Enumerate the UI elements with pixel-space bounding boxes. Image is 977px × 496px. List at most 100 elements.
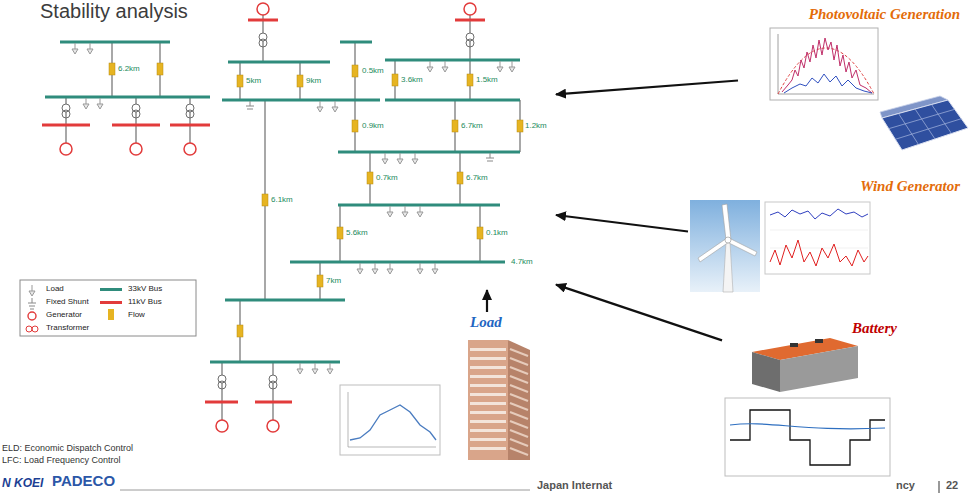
distance-label: 6.7km xyxy=(460,121,484,130)
load-symbol xyxy=(382,153,388,164)
generator-symbol xyxy=(216,420,228,432)
distance-label: 7km xyxy=(325,276,342,285)
building-illustration xyxy=(510,349,528,356)
legend-text: Transformer xyxy=(46,323,89,332)
solar-panel xyxy=(882,100,968,150)
branch-line xyxy=(354,42,355,152)
building-illustration xyxy=(468,340,530,460)
load-symbol xyxy=(387,263,393,274)
legend-swatch xyxy=(108,309,114,320)
transformer-symbol xyxy=(466,39,474,47)
legend-box xyxy=(26,326,32,332)
bus-33kv xyxy=(60,41,170,44)
flow-marker xyxy=(517,120,523,132)
building-illustration xyxy=(510,394,528,401)
distance-label: 0.1km xyxy=(485,228,509,237)
load-chart xyxy=(340,385,440,455)
battery-chart xyxy=(725,398,890,476)
branch-line xyxy=(221,402,222,420)
building-illustration xyxy=(470,420,506,423)
flow-marker xyxy=(352,65,358,77)
bus-33kv xyxy=(222,99,380,102)
bus-33kv xyxy=(338,151,520,154)
load-symbol xyxy=(97,98,103,109)
distance-label: 9km xyxy=(305,76,322,85)
branch-line xyxy=(135,125,136,143)
building-illustration xyxy=(508,340,530,460)
legend-text: Flow xyxy=(128,310,145,319)
bus-33kv xyxy=(228,61,330,64)
solar-panel xyxy=(880,96,968,150)
distance-label: 0.9km xyxy=(361,121,385,130)
bus-33kv xyxy=(340,41,372,44)
bus-11kv xyxy=(205,401,238,404)
generator-symbol xyxy=(257,3,269,15)
wind-chart xyxy=(770,209,868,219)
load-symbol xyxy=(312,363,318,374)
building-illustration xyxy=(470,393,506,396)
load-symbol xyxy=(402,206,408,217)
flow-marker xyxy=(457,172,463,184)
branch-line xyxy=(189,125,190,143)
building-illustration xyxy=(470,375,506,378)
bus-11kv xyxy=(170,124,210,127)
battery-illustration xyxy=(752,352,780,392)
generator-symbol xyxy=(464,3,476,15)
legend-text: Load xyxy=(46,284,64,293)
legend-text: 33kV Bus xyxy=(128,284,162,293)
load-symbol xyxy=(327,363,333,374)
transformer-symbol xyxy=(62,110,70,118)
bus-11kv xyxy=(248,19,278,22)
load-symbol xyxy=(87,43,93,54)
wind-chart xyxy=(765,202,870,274)
wind-turbine xyxy=(725,237,731,243)
load-symbol xyxy=(372,263,378,274)
load-symbol xyxy=(412,153,418,164)
logo-text: N KOEI xyxy=(2,476,43,490)
wind-turbine xyxy=(727,238,757,256)
bus-11kv xyxy=(112,124,160,127)
transformer-symbol xyxy=(269,381,277,389)
battery-illustration xyxy=(790,343,798,347)
load-symbol xyxy=(317,101,323,112)
load-source: Load xyxy=(338,312,533,462)
bus-33kv xyxy=(338,204,500,207)
flow-marker xyxy=(109,63,115,75)
wind-turbine xyxy=(690,200,760,292)
bus-11kv xyxy=(42,124,90,127)
generator-symbol xyxy=(130,143,142,155)
footer-rule xyxy=(120,490,530,491)
legend-box xyxy=(28,312,36,320)
battery-chart xyxy=(730,410,885,465)
flow-marker xyxy=(337,227,343,239)
solar-panel xyxy=(889,105,962,145)
distance-label: 1.5km xyxy=(475,75,499,84)
transformer-symbol xyxy=(132,110,140,118)
flow-marker xyxy=(352,120,358,132)
generator-symbol xyxy=(184,143,196,155)
distance-label: 5km xyxy=(245,76,262,85)
flow-marker xyxy=(157,63,163,75)
building-illustration xyxy=(510,376,528,383)
flow-arrow xyxy=(556,215,688,232)
generator-symbol xyxy=(267,420,279,432)
load-symbol xyxy=(397,153,403,164)
load-chart xyxy=(350,405,436,440)
battery-illustration xyxy=(815,339,823,343)
flow-arrow xyxy=(556,81,738,95)
building-illustration xyxy=(510,403,528,410)
footer-rule xyxy=(938,481,939,493)
building-illustration xyxy=(510,367,528,374)
building-illustration xyxy=(510,448,528,455)
building-illustration xyxy=(468,340,508,460)
branch-line xyxy=(66,15,520,420)
pv-source: Photovoltaic Generation xyxy=(738,4,970,154)
footer-text: ncy xyxy=(896,479,915,491)
flow-arrow xyxy=(556,285,722,341)
branch-line xyxy=(272,402,273,420)
wind-chart xyxy=(770,230,868,248)
bus-33kv xyxy=(385,99,520,102)
load-symbol xyxy=(417,263,423,274)
legend-text: Fixed Shunt xyxy=(46,297,89,306)
wind-chart xyxy=(770,240,868,266)
